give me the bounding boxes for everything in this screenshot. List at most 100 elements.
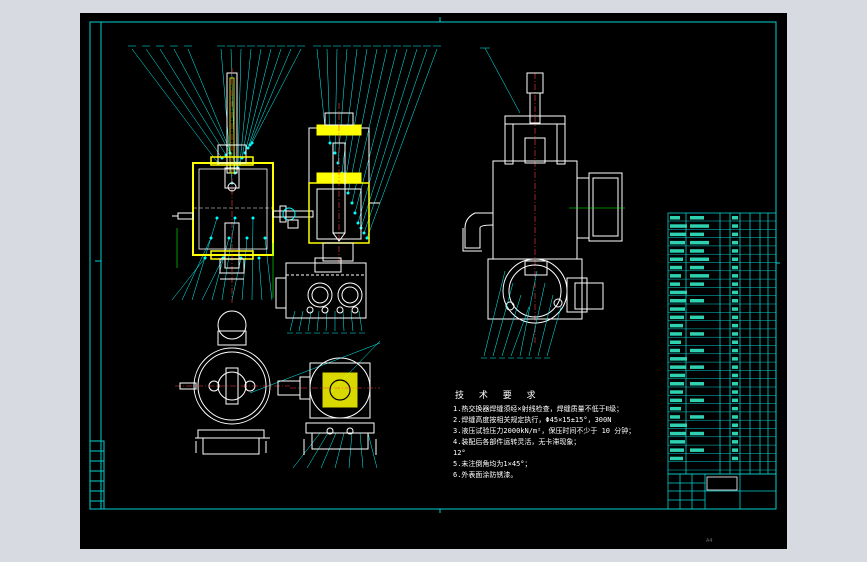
parts-list-text <box>670 216 738 461</box>
leader-line <box>307 310 312 332</box>
leader-line <box>249 48 292 146</box>
leader-line <box>344 48 368 184</box>
leader-dot <box>251 216 255 220</box>
table-cell-text <box>732 299 738 303</box>
leader-line <box>244 48 272 154</box>
top-view <box>175 310 380 455</box>
note-line: 6.外表面涂防锈漆。 <box>453 471 518 479</box>
leader-dot <box>350 201 354 205</box>
table-cell-text <box>732 323 738 328</box>
table-cell-text <box>670 240 685 245</box>
leader-line <box>546 306 562 357</box>
leader-line <box>337 48 348 164</box>
table-cell-text <box>732 232 738 237</box>
leader-line <box>171 257 206 301</box>
table-cell-text <box>670 440 685 444</box>
cad-drawing-canvas[interactable]: 技 术 要 求 1.热交换器焊缝须经×射线检查，焊缝质量不低于Ⅱ级； 2.焊缝高… <box>80 13 787 549</box>
drawing-sheet <box>89 17 780 513</box>
table-cell-text <box>732 274 738 278</box>
table-cell-text <box>670 290 687 295</box>
leader-line <box>367 432 378 469</box>
table-cell-text <box>732 398 738 403</box>
table-cell-text <box>732 332 738 336</box>
leader-line <box>334 432 345 469</box>
table-cell-text <box>732 265 738 270</box>
technical-notes-title: 技 术 要 求 <box>455 391 542 401</box>
leader-line <box>247 48 282 149</box>
leader-dot <box>246 146 250 150</box>
leader-line <box>289 310 296 332</box>
leader-line <box>173 48 231 154</box>
table-cell-text <box>690 299 704 303</box>
table-cell-text <box>732 240 738 245</box>
table-cell-text <box>690 224 709 228</box>
table-cell-text <box>670 299 686 303</box>
table-cell-text <box>690 282 704 286</box>
note-line: 4.装配后各部件运转灵活，无卡滞现象； <box>453 438 581 446</box>
table-cell-text <box>732 406 738 411</box>
table-cell-text <box>732 224 738 228</box>
table-cell-text <box>670 357 687 361</box>
leader-line <box>249 342 381 394</box>
leader-dot <box>245 236 249 240</box>
table-cell-text <box>690 365 704 369</box>
table-cell-text <box>690 257 709 261</box>
leader-line <box>298 310 304 332</box>
table-cell-text <box>732 365 738 369</box>
leader-line <box>334 48 338 154</box>
leader-line <box>348 432 353 469</box>
table-cell-text <box>732 423 738 427</box>
leader-line <box>358 310 363 332</box>
leader-dot <box>250 141 254 145</box>
table-cell-text <box>732 249 738 253</box>
table-cell-text <box>690 448 704 452</box>
leader-line <box>241 48 262 159</box>
title-block <box>667 473 777 510</box>
leader-dot <box>333 151 337 155</box>
note-line: 1.热交换器焊缝须经×射线检查，焊缝质量不低于Ⅱ级； <box>453 405 624 413</box>
table-cell-text <box>670 315 684 320</box>
leader-dot <box>257 256 261 260</box>
leader-line <box>264 237 273 301</box>
leader-line <box>191 217 218 301</box>
table-cell-text <box>670 265 682 270</box>
table-cell-text <box>732 415 738 419</box>
leader-dot <box>356 221 360 225</box>
table-cell-text <box>670 332 682 336</box>
side-view-leaders <box>480 47 562 359</box>
side-view <box>462 72 625 343</box>
leader-line <box>316 310 320 332</box>
revision-block <box>89 440 105 510</box>
table-cell-text <box>670 398 682 403</box>
leader-dot <box>336 161 340 165</box>
leader-line <box>537 294 554 357</box>
table-cell-text <box>670 390 683 394</box>
leader-line <box>187 48 236 164</box>
leader-line <box>484 47 521 114</box>
leader-line <box>181 237 212 301</box>
leader-line <box>359 432 364 469</box>
table-cell-text <box>690 348 704 353</box>
leader-dot <box>346 191 350 195</box>
leader-line <box>292 432 321 469</box>
table-cell-text <box>670 456 683 461</box>
leader-line <box>501 294 522 357</box>
leader-dot <box>227 236 231 240</box>
table-cell-text <box>670 224 687 228</box>
table-cell-text <box>670 274 681 278</box>
table-cell-text <box>670 365 686 369</box>
table-cell-text <box>670 373 685 378</box>
table-cell-text <box>690 382 704 386</box>
technical-notes: 1.热交换器焊缝须经×射线检查，焊缝质量不低于Ⅱ级； 2.焊缝高度按相关规定执行… <box>453 404 683 481</box>
leader-line <box>354 48 398 214</box>
table-cell-text <box>670 431 686 436</box>
leader-line <box>363 48 428 234</box>
table-cell-text <box>732 282 738 286</box>
table-cell-text <box>732 290 738 295</box>
table-cell-text <box>670 282 680 286</box>
leader-line <box>251 48 302 144</box>
table-cell-text <box>732 307 738 311</box>
table-cell-text <box>670 232 686 237</box>
table-cell-text <box>732 348 738 353</box>
table-cell-text <box>732 440 738 444</box>
